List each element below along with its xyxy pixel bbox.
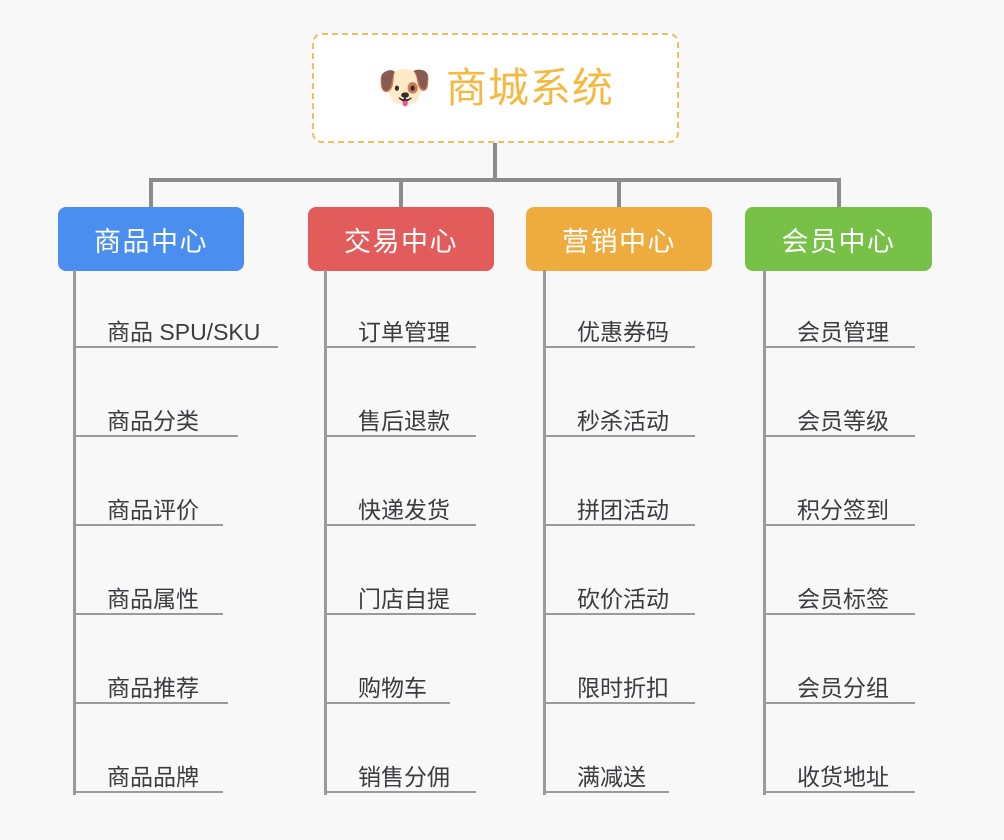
leaf-item-label: 售后退款: [358, 408, 450, 434]
leaf-item-label: 砍价活动: [577, 586, 669, 612]
leaf-item-label: 拼团活动: [577, 497, 669, 523]
category-label: 交易中心: [344, 226, 458, 257]
leaf-item-label: 满减送: [577, 764, 646, 790]
leaf-item[interactable]: 商品品牌: [73, 764, 223, 793]
leaf-item-label: 会员标签: [797, 586, 889, 612]
leaf-item[interactable]: 会员管理: [763, 319, 915, 348]
leaf-item[interactable]: 会员分组: [763, 675, 915, 704]
leaf-item[interactable]: 限时折扣: [543, 675, 695, 704]
connector-drop-3: [836, 178, 841, 207]
root-node[interactable]: 🐶 商城系统: [312, 33, 679, 143]
leaf-spine: [543, 270, 546, 795]
leaf-item[interactable]: 会员标签: [763, 586, 915, 615]
leaf-item[interactable]: 快递发货: [324, 497, 476, 526]
leaf-spine: [324, 270, 327, 795]
dog-face-icon: 🐶: [377, 63, 432, 112]
category-box-4[interactable]: 会员中心: [745, 207, 932, 271]
leaf-item[interactable]: 商品属性: [73, 586, 223, 615]
category-label: 会员中心: [781, 226, 896, 257]
leaf-spine: [763, 270, 766, 795]
category-box-2[interactable]: 交易中心: [308, 207, 494, 271]
category-label: 营销中心: [562, 226, 676, 257]
leaf-item[interactable]: 满减送: [543, 764, 669, 793]
category-label: 商品中心: [94, 226, 208, 257]
leaf-item-label: 快递发货: [358, 497, 450, 523]
leaf-item[interactable]: 门店自提: [324, 586, 476, 615]
leaf-item[interactable]: 商品评价: [73, 497, 223, 526]
leaf-item-label: 商品 SPU/SKU: [107, 319, 261, 345]
leaf-item-label: 订单管理: [358, 319, 450, 345]
leaf-item[interactable]: 订单管理: [324, 319, 476, 348]
leaf-item[interactable]: 优惠券码: [543, 319, 695, 348]
leaf-item[interactable]: 商品分类: [73, 408, 238, 437]
leaf-item-label: 商品品牌: [107, 764, 199, 790]
leaf-item-label: 商品推荐: [107, 675, 199, 701]
leaf-item-label: 商品分类: [107, 408, 199, 434]
category-box-3[interactable]: 营销中心: [526, 207, 712, 271]
leaf-item-label: 限时折扣: [577, 675, 669, 701]
leaf-item-label: 商品属性: [107, 586, 199, 612]
leaf-item[interactable]: 收货地址: [763, 764, 915, 793]
leaf-item-label: 门店自提: [358, 586, 450, 612]
leaf-item-label: 销售分佣: [358, 764, 450, 790]
leaf-item-label: 优惠券码: [577, 319, 669, 345]
leaf-item[interactable]: 拼团活动: [543, 497, 695, 526]
leaf-item[interactable]: 秒杀活动: [543, 408, 695, 437]
root-title: 商城系统: [445, 64, 614, 111]
leaf-item[interactable]: 售后退款: [324, 408, 476, 437]
connector-drop-2: [617, 178, 621, 207]
leaf-item[interactable]: 积分签到: [763, 497, 915, 526]
leaf-item-label: 秒杀活动: [577, 408, 669, 434]
leaf-item[interactable]: 砍价活动: [543, 586, 695, 615]
connector-drop-0: [149, 178, 153, 207]
leaf-item-label: 会员等级: [797, 408, 889, 434]
leaf-item[interactable]: 销售分佣: [324, 764, 476, 793]
leaf-item-label: 购物车: [358, 675, 427, 701]
leaf-item-label: 会员分组: [797, 675, 889, 701]
leaf-item-label: 收货地址: [797, 764, 889, 790]
leaf-item-label: 积分签到: [797, 497, 889, 523]
leaf-item[interactable]: 商品 SPU/SKU: [73, 319, 278, 348]
leaf-spine: [73, 270, 76, 795]
leaf-item[interactable]: 购物车: [324, 675, 450, 704]
leaf-item-label: 会员管理: [797, 319, 889, 345]
connector-drop-1: [399, 178, 403, 207]
connector-bus: [149, 178, 841, 182]
leaf-item[interactable]: 会员等级: [763, 408, 915, 437]
leaf-item-label: 商品评价: [107, 497, 199, 523]
category-box-1[interactable]: 商品中心: [58, 207, 244, 271]
leaf-item[interactable]: 商品推荐: [73, 675, 228, 704]
connector-root-stem: [493, 143, 497, 182]
